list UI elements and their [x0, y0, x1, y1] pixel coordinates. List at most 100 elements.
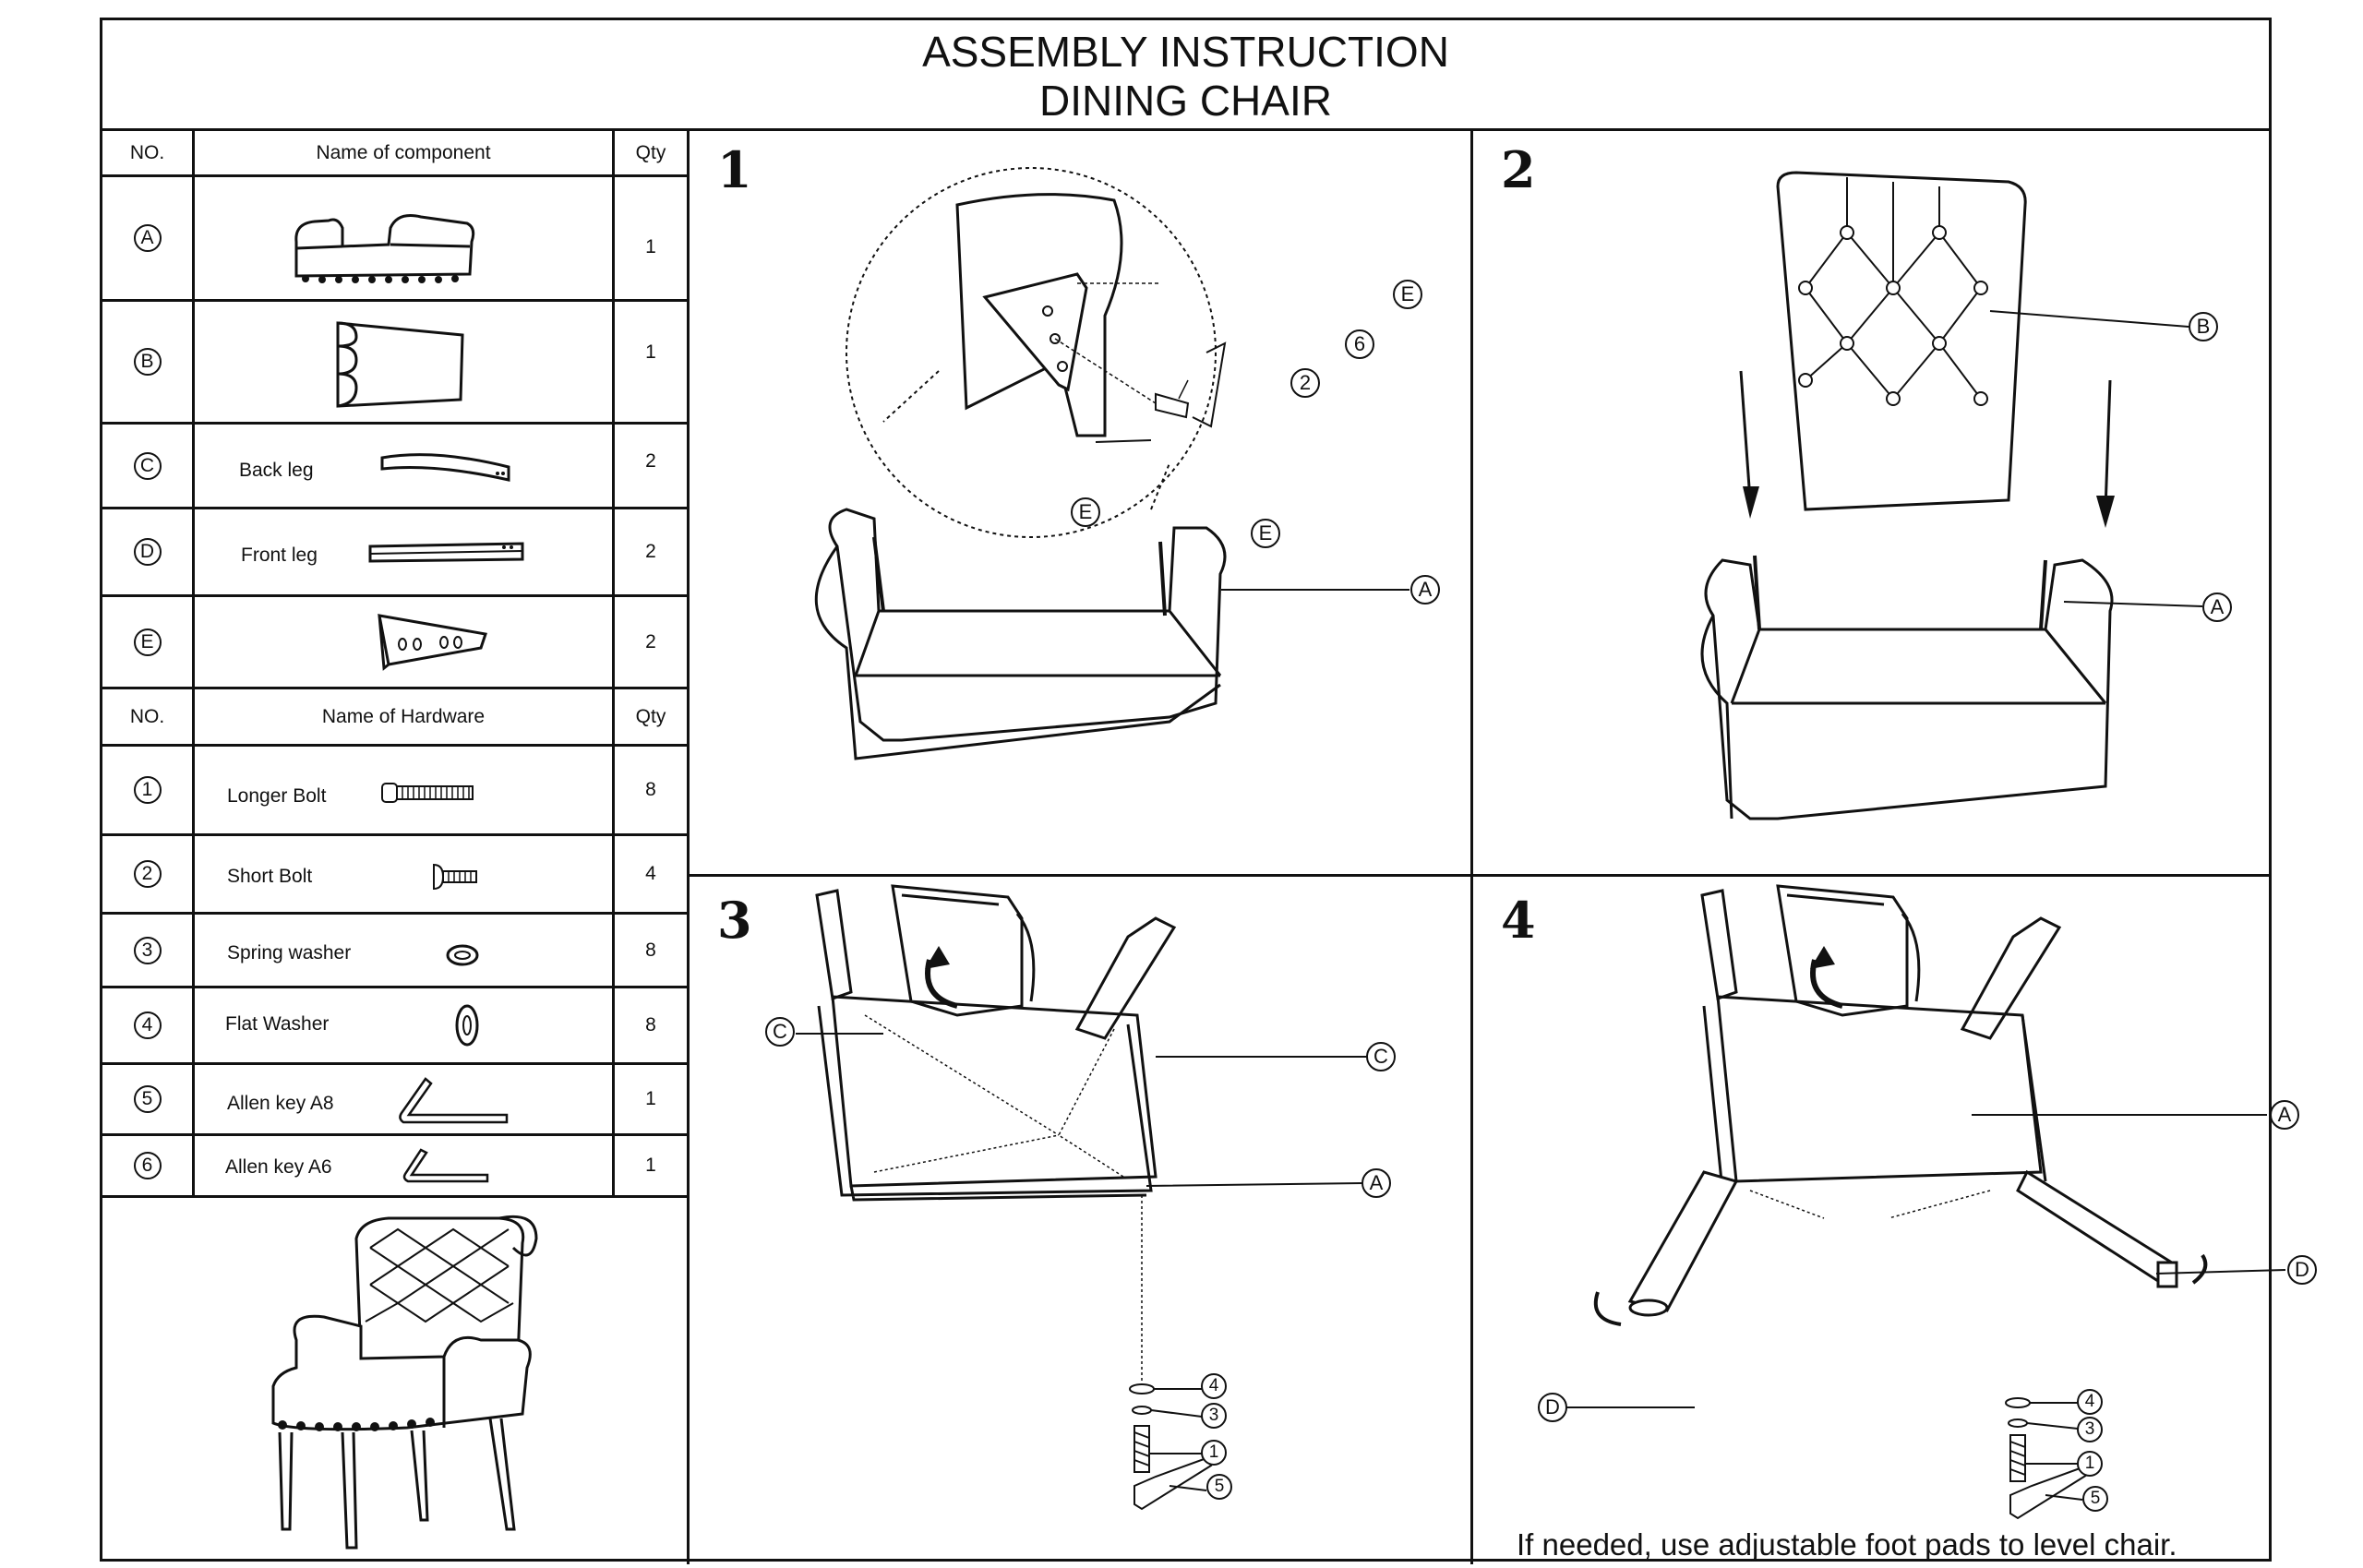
component-name: Back leg: [239, 460, 314, 481]
hardware-row-1: 1 Longer Bolt 8: [102, 747, 687, 836]
hardware-id: 5: [133, 1085, 162, 1113]
hardware-name: Spring washer: [227, 942, 352, 964]
hardware-name: Allen key A6: [225, 1156, 332, 1178]
hardware-name: Longer Bolt: [227, 785, 327, 807]
step-3-panel: 3 C C A 4 3 1 5: [690, 877, 1470, 1564]
short-bolt-icon: [433, 863, 477, 891]
callout-bracket-e-right: E: [1251, 519, 1280, 548]
step-2-drawing: [1700, 171, 2203, 820]
hardware-qty: 1: [612, 1065, 687, 1133]
callout-longer-bolt: 1: [1201, 1440, 1227, 1466]
step-number: 4: [1501, 891, 1536, 950]
component-qty: 2: [612, 425, 687, 507]
hardware-row-3: 3 Spring washer 8: [102, 915, 687, 988]
spring-washer-icon: [446, 944, 479, 966]
component-name: Front leg: [241, 545, 318, 566]
step-1-panel: 1 E 2 6 E E A: [690, 131, 1470, 874]
hardware-name: Short Bolt: [227, 866, 313, 887]
component-qty: 2: [612, 597, 687, 687]
callout-bracket-e-left: E: [1071, 497, 1100, 527]
component-row-a: A 1: [102, 177, 687, 302]
header-no: NO.: [102, 131, 195, 174]
hardware-row-5: 5 Allen key A8 1: [102, 1065, 687, 1136]
component-row-c: C Back leg 2: [102, 425, 687, 509]
back-leg-icon: [380, 453, 510, 482]
step-number: 3: [717, 891, 752, 950]
hardware-name: Flat Washer: [225, 1013, 330, 1035]
backrest-part-icon: [336, 321, 464, 408]
step-1-drawing: [814, 167, 1409, 760]
allen-key-a8-icon: [399, 1077, 509, 1124]
callout-seat-frame-a: A: [2202, 592, 2232, 622]
callout-back-leg-c-left: C: [765, 1017, 795, 1047]
callout-seat-frame-a: A: [2270, 1100, 2299, 1130]
component-header-row: NO. Name of component Qty: [102, 131, 687, 177]
hardware-id: 3: [133, 936, 162, 964]
step-3-drawing: [796, 884, 1368, 1511]
hardware-name: Allen key A8: [227, 1093, 334, 1114]
component-id: E: [133, 628, 162, 656]
callout-spring-washer: 3: [2077, 1417, 2103, 1442]
hardware-row-2: 2 Short Bolt 4: [102, 836, 687, 915]
hardware-header-row: NO. Name of Hardware Qty: [102, 689, 687, 747]
instruction-sheet: ASSEMBLY INSTRUCTION DINING CHAIR NO. Na…: [100, 18, 2317, 1564]
step-2-panel: 2 B A: [1473, 131, 2272, 874]
step-divider-horizontal: [690, 874, 2272, 877]
hardware-id: 6: [133, 1152, 162, 1179]
step-4-drawing: [1565, 884, 2286, 1520]
component-row-b: B 1: [102, 302, 687, 425]
callout-front-leg-d-left: D: [1538, 1393, 1567, 1422]
hardware-qty: 4: [612, 836, 687, 912]
title-line-2: DINING CHAIR: [1039, 77, 1332, 125]
callout-short-bolt: 2: [1290, 368, 1320, 398]
header-no: NO.: [102, 689, 195, 744]
hardware-row-4: 4 Flat Washer 8: [102, 988, 687, 1065]
hardware-id: 4: [133, 1011, 162, 1039]
title-block: ASSEMBLY INSTRUCTION DINING CHAIR: [102, 20, 2269, 131]
hardware-qty: 8: [612, 747, 687, 833]
callout-backrest-b: B: [2189, 312, 2218, 341]
callout-longer-bolt: 1: [2077, 1451, 2103, 1477]
component-qty: 2: [612, 509, 687, 594]
hardware-qty: 8: [612, 988, 687, 1062]
header-name: Name of component: [316, 141, 491, 163]
leveling-note: If needed, use adjustable foot pads to l…: [1517, 1527, 2177, 1562]
callout-allen-key-a8: 5: [2082, 1486, 2108, 1512]
parts-table: NO. Name of component Qty A 1 B: [102, 131, 690, 1564]
hardware-qty: 1: [612, 1136, 687, 1195]
flat-washer-icon: [455, 1004, 479, 1047]
hardware-id: 2: [133, 860, 162, 888]
callout-allen-key-a8: 5: [1206, 1474, 1232, 1500]
step-number: 1: [717, 140, 752, 199]
component-id: A: [133, 224, 162, 252]
title-line-1: ASSEMBLY INSTRUCTION: [922, 28, 1449, 76]
header-qty: Qty: [612, 131, 687, 174]
allen-key-a6-icon: [402, 1148, 489, 1183]
step-number: 2: [1501, 140, 1536, 199]
component-id: D: [133, 538, 162, 566]
header-qty: Qty: [612, 689, 687, 744]
callout-seat-frame-a: A: [1361, 1168, 1391, 1198]
seat-frame-part-icon: [294, 214, 475, 283]
hardware-id: 1: [133, 776, 162, 804]
hardware-row-6: 6 Allen key A6 1: [102, 1136, 687, 1198]
component-row-d: D Front leg 2: [102, 509, 687, 597]
component-id: B: [133, 348, 162, 376]
callout-flat-washer: 4: [1201, 1373, 1227, 1399]
header-name: Name of Hardware: [321, 705, 486, 727]
component-qty: 1: [612, 302, 687, 422]
callout-seat-frame-a: A: [1410, 575, 1440, 604]
component-id: C: [133, 451, 162, 480]
front-leg-icon: [368, 542, 524, 563]
callout-back-leg-c-right: C: [1366, 1042, 1396, 1071]
callout-spring-washer: 3: [1201, 1403, 1227, 1429]
callout-bracket-e: E: [1393, 280, 1422, 309]
longer-bolt-icon: [381, 783, 474, 803]
step-divider-vertical: [1470, 131, 1473, 1564]
callout-flat-washer: 4: [2077, 1389, 2103, 1415]
hardware-qty: 8: [612, 915, 687, 986]
assembled-chair-illustration: [271, 1215, 538, 1550]
mounting-bracket-icon: [378, 614, 487, 671]
component-row-e: E 2: [102, 597, 687, 689]
callout-front-leg-d-right: D: [2287, 1255, 2317, 1285]
